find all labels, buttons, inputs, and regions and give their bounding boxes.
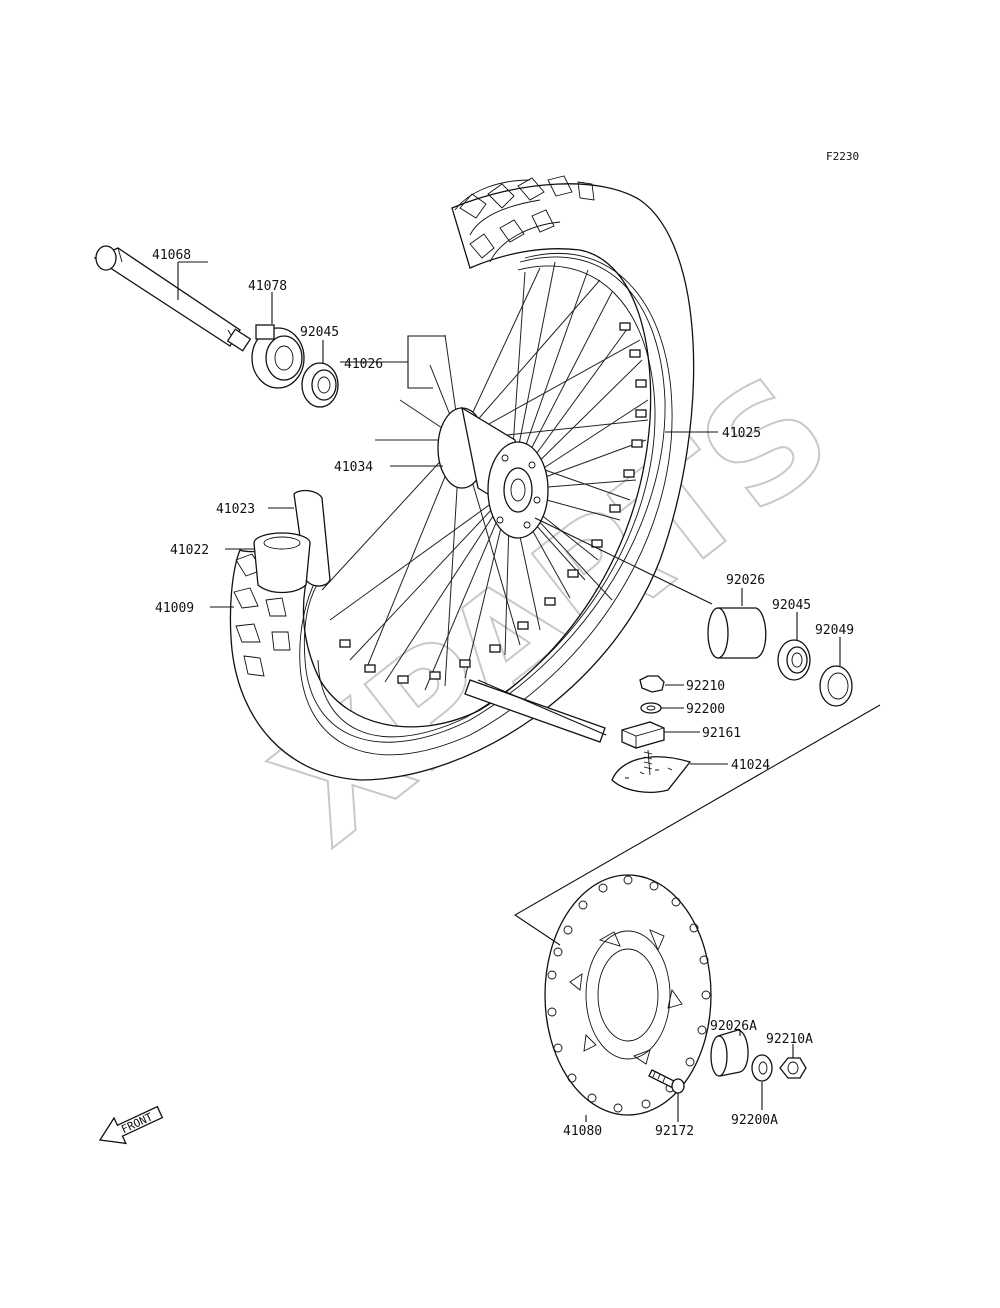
leader-lines — [177, 261, 841, 1122]
label-41026: 41026 — [344, 357, 383, 372]
label-41025: 41025 — [722, 426, 761, 441]
front-label: FRONT — [119, 1110, 155, 1136]
spacer-92026A[interactable] — [710, 1029, 749, 1077]
label-92045-right: 92045 — [772, 598, 811, 613]
figure-code: F2230 — [826, 150, 859, 163]
label-92049: 92049 — [815, 623, 854, 638]
label-92200A: 92200A — [731, 1113, 778, 1128]
label-92210: 92210 — [686, 679, 725, 694]
nut-92210A[interactable] — [779, 1057, 807, 1079]
label-92172: 92172 — [655, 1124, 694, 1139]
assembly-lines — [477, 517, 881, 946]
axle-41068[interactable] — [93, 245, 252, 352]
watermark: XPARTS — [244, 342, 863, 879]
spacer-92026[interactable] — [707, 607, 767, 659]
label-41034: 41034 — [334, 460, 373, 475]
front-arrow-icon: FRONT — [98, 1105, 164, 1145]
spoke-nipples — [339, 322, 647, 684]
bearing-92045-left[interactable] — [301, 362, 339, 408]
brake-disc-41080[interactable] — [544, 874, 712, 1116]
label-41023: 41023 — [216, 502, 255, 517]
label-41024: 41024 — [731, 758, 770, 773]
rim-band — [464, 679, 606, 743]
label-92045-left: 92045 — [300, 325, 339, 340]
washer-92200A[interactable] — [751, 1054, 773, 1082]
label-41080: 41080 — [563, 1124, 602, 1139]
label-92026A: 92026A — [710, 1019, 757, 1034]
label-41078: 41078 — [248, 279, 287, 294]
hub-41034[interactable] — [437, 406, 549, 539]
label-41009: 41009 — [155, 601, 194, 616]
tube-41023[interactable] — [293, 489, 331, 587]
label-92161: 92161 — [702, 726, 741, 741]
label-92200: 92200 — [686, 702, 725, 717]
rim-flap-41022[interactable] — [253, 532, 311, 594]
nut-92210[interactable] — [639, 675, 665, 693]
label-41022: 41022 — [170, 543, 209, 558]
block-92161[interactable] — [621, 721, 665, 749]
bearing-92045-right[interactable] — [777, 639, 811, 681]
washer-92200[interactable] — [640, 702, 662, 714]
label-92210A: 92210A — [766, 1032, 813, 1047]
collar-41078[interactable] — [251, 324, 305, 389]
label-41068: 41068 — [152, 248, 191, 263]
rim-41025[interactable] — [299, 253, 673, 756]
rim-lock-41024[interactable] — [611, 749, 692, 793]
oil-seal-92049[interactable] — [819, 665, 853, 707]
svg-text:XPARTS: XPARTS — [245, 343, 862, 878]
bolt-92172[interactable] — [648, 1069, 685, 1094]
label-92026: 92026 — [726, 573, 765, 588]
